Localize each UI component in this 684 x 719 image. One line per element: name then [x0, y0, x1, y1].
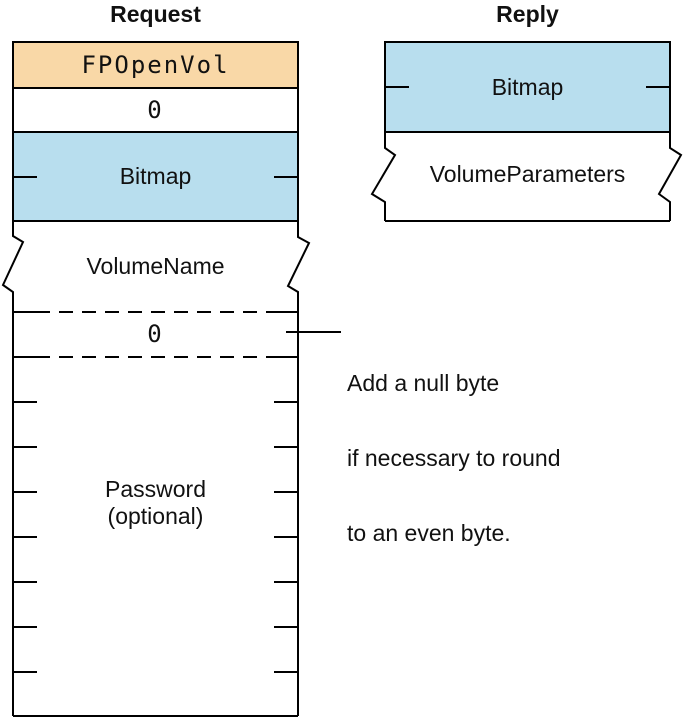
reply-left-border-torn-edge [370, 132, 397, 221]
reply-bitmap-label: Bitmap [491, 73, 564, 100]
request-right-byte-ticks [274, 311, 298, 673]
password-label-line2: (optional) [107, 503, 204, 529]
request-pad-box [12, 87, 299, 133]
request-volume-name-label: VolumeName [86, 253, 225, 279]
null-byte-annotation: Add a null byte if necessary to round to… [347, 321, 561, 596]
password-label-line1: Password [105, 476, 206, 502]
request-null-byte-value: 0 [147, 320, 164, 348]
annotation-line1: Add a null byte [347, 370, 500, 396]
request-left-border-torn-edge [1, 221, 25, 716]
reply-volume-parameters-label: VolumeParameters [429, 161, 626, 187]
request-command-label: FPOpenVol [81, 50, 230, 79]
request-bitmap-label: Bitmap [119, 163, 192, 189]
request-right-border-torn-edge [286, 221, 311, 716]
reply-column-title: Reply [496, 0, 559, 27]
annotation-line2: if necessary to round [347, 445, 561, 471]
request-bitmap-box [12, 131, 299, 222]
null-byte-dashed-boundaries [13, 311, 298, 358]
request-column-title: Request [110, 0, 201, 27]
request-command-box [12, 41, 299, 89]
request-password-label: Password (optional) [13, 357, 298, 649]
request-pad-value: 0 [147, 95, 164, 124]
request-left-byte-ticks [13, 311, 37, 673]
reply-right-border-torn-edge [657, 132, 683, 221]
annotation-line3: to an even byte. [347, 520, 511, 546]
